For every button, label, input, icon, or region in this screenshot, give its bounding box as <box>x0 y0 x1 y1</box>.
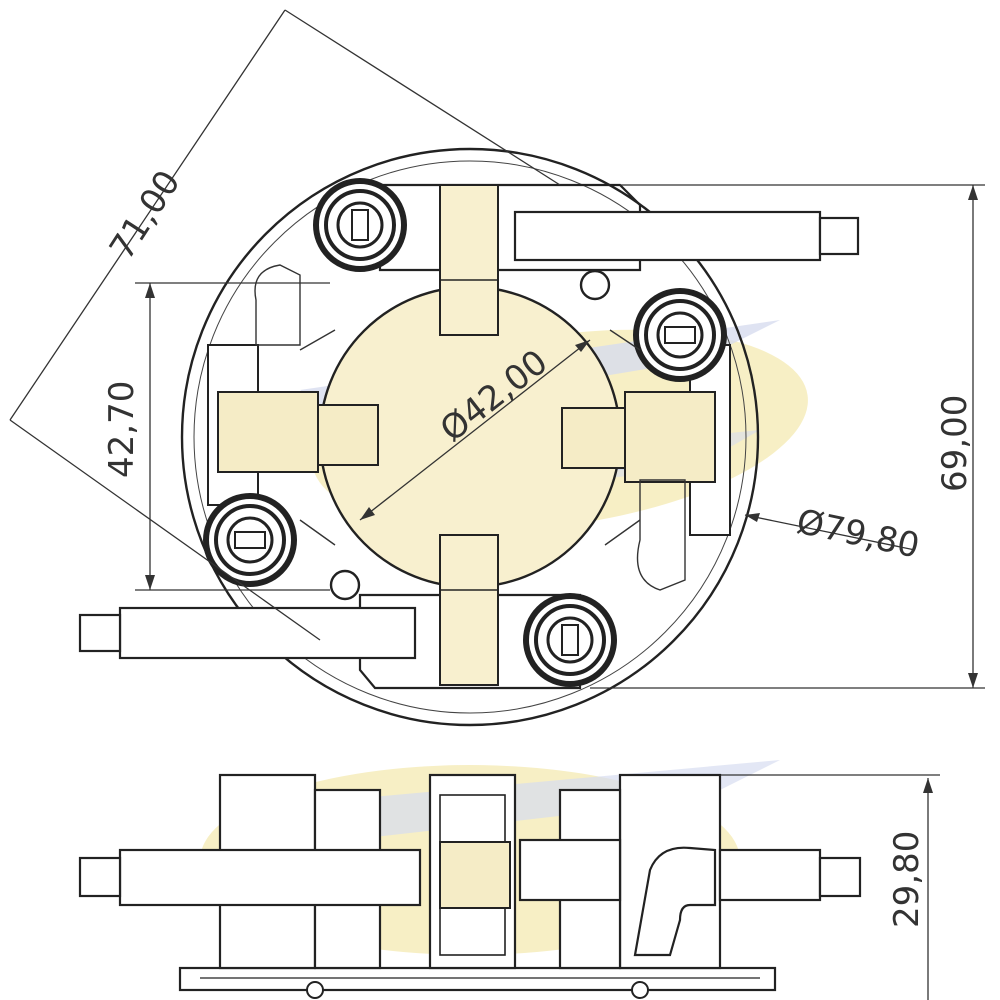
mount-hole <box>579 269 611 301</box>
spring-bottom-right <box>523 593 617 687</box>
brush-right <box>561 344 731 591</box>
dimension-71: 71,00 <box>102 163 189 266</box>
outer-plate <box>180 147 760 727</box>
side-view <box>78 773 862 999</box>
spring-left <box>203 493 297 587</box>
spring-top-left <box>313 178 407 272</box>
brush-top <box>439 184 499 336</box>
dimension-29-80: 29,80 <box>887 831 927 928</box>
terminal-top-right <box>513 210 860 262</box>
dimension-42-70: 42,70 <box>102 381 142 478</box>
dimension-69: 69,00 <box>935 395 975 492</box>
brush-left <box>207 264 379 506</box>
mount-hole <box>329 569 361 601</box>
terminal-bottom-left <box>78 606 417 660</box>
spring-right <box>633 288 727 382</box>
side-terminal-right <box>518 838 622 902</box>
brush-bottom <box>439 534 499 686</box>
base-plate <box>178 966 777 992</box>
dimension-arrows <box>145 185 978 793</box>
dimension-lines <box>9 9 985 1000</box>
side-terminal-left <box>118 848 422 907</box>
top-view <box>78 147 860 727</box>
dimension-diameter-79-80: Ø79,80 <box>793 502 923 567</box>
